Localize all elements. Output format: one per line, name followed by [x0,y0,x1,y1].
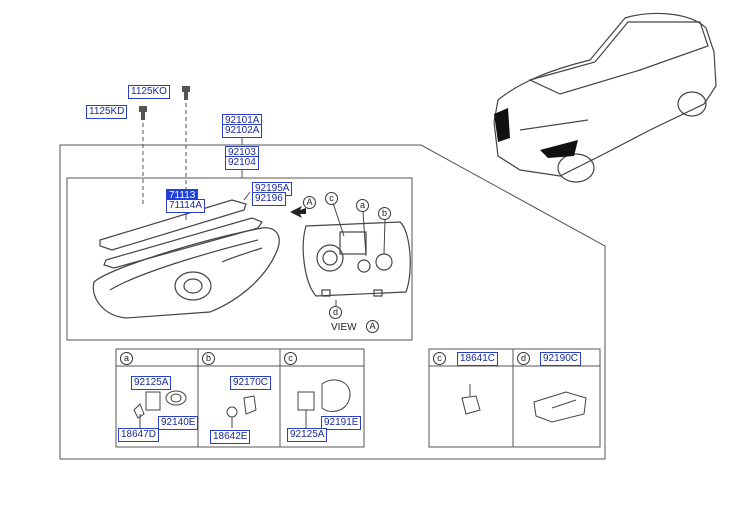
main-frame [59,144,606,460]
callout-c: c [325,192,338,205]
part-label-assembly-2[interactable]: 92102A [222,124,263,138]
panel-a-letter: a [120,352,133,365]
part-label-bolt-lower[interactable]: 1125KD [86,105,128,119]
part-label-a-2[interactable]: 92140E [158,416,199,430]
part-label-lens-strip-2[interactable]: 92196 [252,192,286,206]
headlamp-body [92,227,280,319]
part-label-c2[interactable]: 18641C [457,352,499,366]
part-label-b-1[interactable]: 92170C [230,376,272,390]
lamp-rear-view [302,221,411,297]
view-marker: A [366,320,379,333]
callout-d: d [329,306,342,319]
part-label-c-2[interactable]: 92125A [287,428,328,442]
part-label-strip-2[interactable]: 71114A [166,199,205,213]
part-label-lamp-2[interactable]: 92104 [225,156,259,170]
view-label: VIEW [331,322,357,333]
panel-d-letter: d [517,352,530,365]
panel-c-letter: c [284,352,297,365]
part-label-d[interactable]: 92190C [540,352,582,366]
part-label-c-1[interactable]: 92191E [321,416,362,430]
panel-d-frame [512,348,601,448]
part-label-a-3[interactable]: 18647D [118,428,160,442]
callout-b: b [378,207,391,220]
panel-c2-letter: c [433,352,446,365]
panel-c-frame [279,348,365,448]
part-label-a-1[interactable]: 92125A [131,376,172,390]
part-label-bolt-upper[interactable]: 1125KO [128,85,170,99]
lamp-frame [66,177,413,341]
callout-arrow-a: A [303,196,316,209]
part-label-b-2[interactable]: 18642E [210,430,251,444]
panel-b-letter: b [202,352,215,365]
callout-a: a [356,199,369,212]
car-silhouette [493,12,717,177]
